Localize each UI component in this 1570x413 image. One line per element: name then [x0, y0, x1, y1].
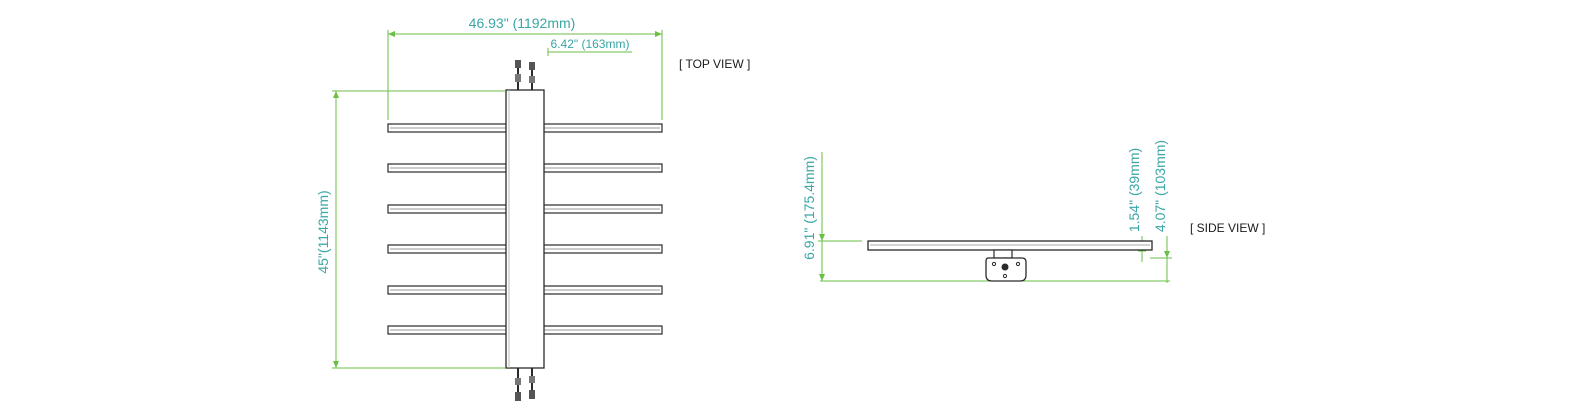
- mount-hole-icon: [1001, 263, 1009, 271]
- width-dimension-text: 46.93" (1192mm): [469, 15, 576, 31]
- side-view-label: [ SIDE VIEW ]: [1190, 221, 1265, 235]
- bottom-power-cables: [515, 368, 535, 401]
- width-dimension: 46.93" (1192mm): [387, 15, 663, 120]
- top-view-label: [ TOP VIEW ]: [679, 57, 750, 71]
- top-power-cables: [515, 60, 535, 90]
- total-height-dimension-text: 6.91" (175.4mm): [801, 156, 817, 260]
- center-spine: [505, 89, 545, 369]
- bar-spacing-dimension-text: 6.42" (163mm): [551, 37, 630, 51]
- body-height-dimension: 4.07" (103mm): [1150, 140, 1172, 283]
- body-height-dimension-text: 4.07" (103mm): [1152, 140, 1168, 232]
- bar-thickness-dimension-text: 1.54" (39mm): [1126, 148, 1142, 232]
- side-view: 6.91" (175.4mm) 1.54" (39mm) 4.07" (103m…: [801, 140, 1265, 283]
- bar-spacing-dimension: 6.42" (163mm): [547, 37, 632, 56]
- height-dimension-text: 45"(1143mm): [315, 190, 331, 273]
- total-height-dimension: 6.91" (175.4mm): [801, 152, 862, 281]
- side-light-bar: [867, 240, 1153, 251]
- top-view: 46.93" (1192mm) 6.42" (163mm) 45"(1143mm…: [315, 15, 750, 401]
- height-dimension: 45"(1143mm): [315, 90, 505, 369]
- side-body-bracket: [985, 249, 1027, 282]
